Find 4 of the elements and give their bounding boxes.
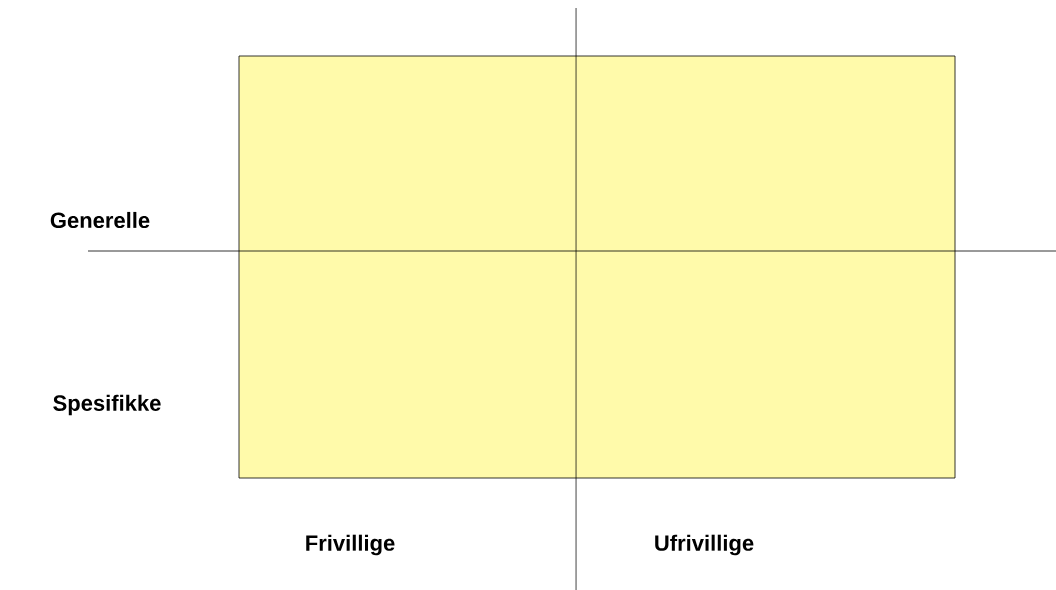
- row-label: Spesifikke: [53, 394, 161, 416]
- row-label: Generelle: [50, 211, 150, 229]
- column-label: Ufrivillige: [655, 534, 754, 556]
- column-label: Frivillige: [306, 534, 395, 556]
